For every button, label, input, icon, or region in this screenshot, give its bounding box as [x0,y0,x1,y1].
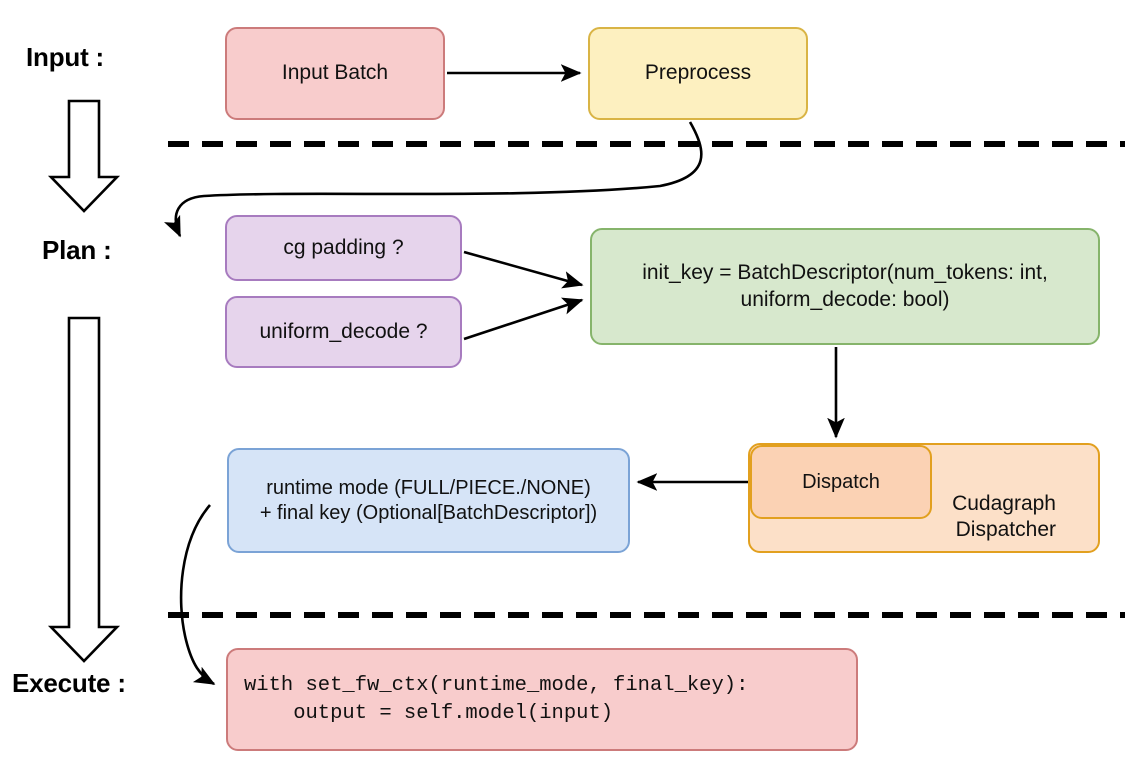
edge-cg-padding-to-init-key [463,250,584,289]
flow-arrow-input-to-plan [47,99,121,213]
stage-label-plan: Plan : [42,235,112,265]
node-init-key[interactable]: init_key = BatchDescriptor(num_tokens: i… [590,228,1100,345]
node-uniform-decode[interactable]: uniform_decode ? [225,296,462,368]
node-uniform-decode-label: uniform_decode ? [259,319,428,343]
node-cudagraph-dispatcher-label-line2: Dispatcher [955,517,1056,541]
node-execute-code-line2: output = self.model(input) [244,701,614,725]
flow-arrow-plan-to-execute [47,316,121,663]
node-input-batch-label: Input Batch [281,61,389,85]
node-init-key-label-line2: uniform_decode: bool) [740,287,950,311]
edge-uniform-decode-to-init-key [463,297,584,341]
node-dispatch-label: Dispatch [802,470,880,493]
stage-label-execute: Execute : [12,668,126,698]
node-runtime-mode-label-line2: + final key (Optional[BatchDescriptor]) [259,501,598,524]
node-preprocess[interactable]: Preprocess [588,27,808,120]
edge-runtime-mode-to-execute-code [179,504,216,686]
node-execute-code-line1: with set_fw_ctx(runtime_mode, final_key)… [244,673,749,697]
node-init-key-label-line1: init_key = BatchDescriptor(num_tokens: i… [642,261,1048,285]
node-runtime-mode[interactable]: runtime mode (FULL/PIECE./NONE) + final … [227,448,630,553]
node-execute-code[interactable]: with set_fw_ctx(runtime_mode, final_key)… [226,648,858,751]
node-preprocess-label: Preprocess [644,61,752,85]
node-cg-padding-label: cg padding ? [283,235,404,259]
node-cudagraph-dispatcher-label-line1: Cudagraph [952,491,1056,515]
stage-label-input: Input : [26,42,105,72]
node-input-batch[interactable]: Input Batch [225,27,445,120]
node-dispatch[interactable]: Dispatch [750,445,932,519]
node-runtime-mode-label-line1: runtime mode (FULL/PIECE./NONE) [266,476,591,499]
node-cg-padding[interactable]: cg padding ? [225,215,462,281]
